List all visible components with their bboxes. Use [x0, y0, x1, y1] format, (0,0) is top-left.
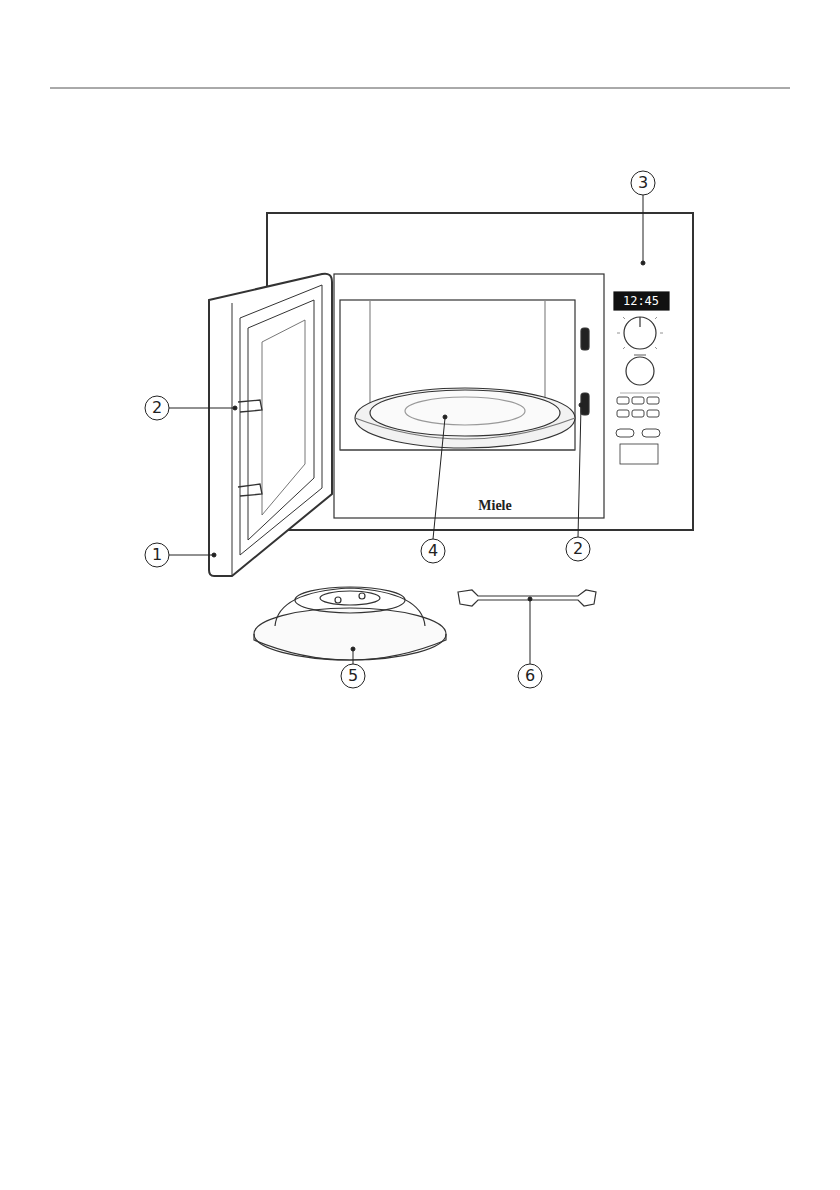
panel-window	[620, 444, 658, 464]
display	[614, 292, 669, 310]
door-frame	[334, 274, 604, 518]
selector-knob	[624, 317, 656, 349]
callout-number: 2	[152, 400, 162, 416]
cavity	[340, 300, 575, 450]
door-hook	[238, 484, 262, 496]
latch-slot	[581, 328, 589, 350]
cover	[254, 587, 446, 660]
callout-number: 3	[638, 175, 648, 191]
callout-number: 6	[525, 668, 535, 684]
door-window	[262, 320, 305, 515]
brand-logo: Miele	[478, 499, 511, 513]
callouts	[145, 171, 655, 688]
buttons	[616, 397, 660, 437]
callout-number: 5	[348, 668, 358, 684]
callout-number: 4	[428, 543, 438, 559]
turntable	[355, 388, 575, 448]
callout-number: 1	[152, 547, 162, 563]
time-knob	[626, 357, 654, 385]
door-hook	[238, 400, 262, 412]
door	[209, 274, 332, 576]
header-rule	[50, 88, 790, 89]
display-readout: 12:45	[623, 295, 659, 307]
callout-number: 2	[573, 541, 583, 557]
wand	[458, 590, 596, 606]
